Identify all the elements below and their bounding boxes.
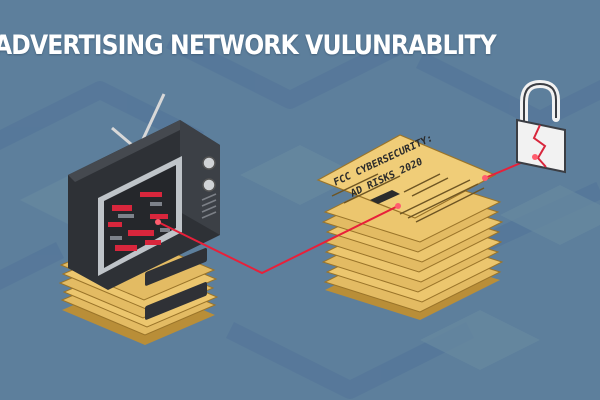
page-title: ADVERTISING NETWORK VULUNRABLITY [0, 30, 497, 61]
document-stack-icon: FCC CYBERSECURITY: AD RISKS 2020 [316, 133, 504, 320]
broken-padlock-icon [516, 79, 566, 174]
tv-icon [68, 93, 220, 290]
